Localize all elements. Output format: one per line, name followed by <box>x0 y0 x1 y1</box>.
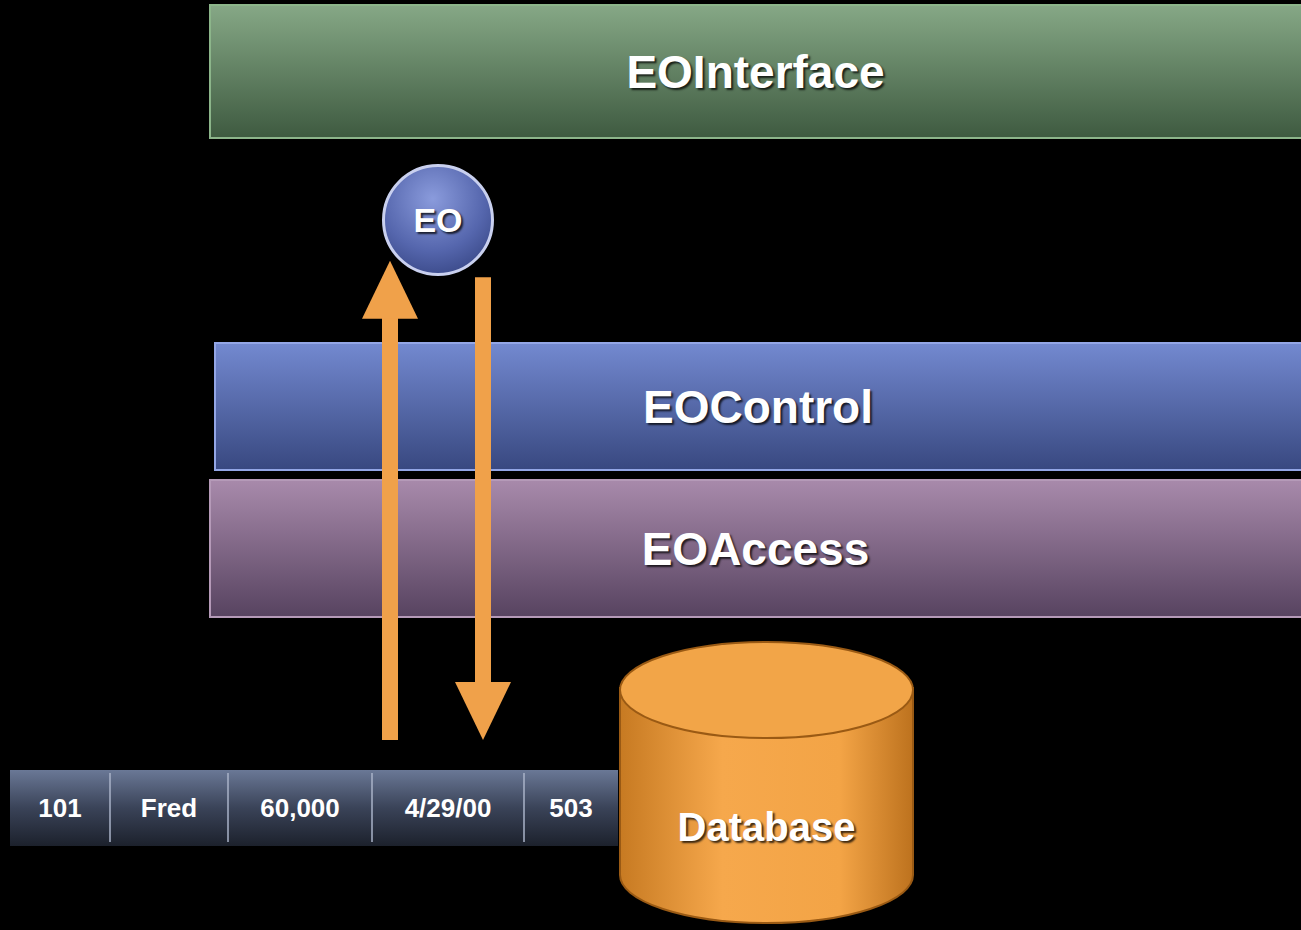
layer-band: EOInterface <box>210 5 1301 138</box>
flow-arrow <box>362 261 418 740</box>
node-label: EOInterface <box>626 45 884 99</box>
node-label: EOControl <box>643 380 873 434</box>
flow-arrow <box>455 277 511 740</box>
table-cell: 503 <box>524 770 618 846</box>
node-label: EO <box>413 201 462 240</box>
node-label: Database <box>678 805 856 850</box>
entity-object: EO <box>382 164 494 276</box>
database-cylinder: Database <box>618 640 915 925</box>
table-cell: Fred <box>110 770 228 846</box>
table-cell: 101 <box>10 770 110 846</box>
band-fill <box>210 480 1301 617</box>
layer-band: EOControl <box>215 343 1301 470</box>
band-fill <box>215 343 1301 470</box>
table-row <box>10 770 618 846</box>
table-cell: 60,000 <box>228 770 372 846</box>
layer-band: EOAccess <box>210 480 1301 617</box>
band-fill <box>210 5 1301 138</box>
cylinder-outline <box>618 640 915 925</box>
node-label: EOAccess <box>642 522 870 576</box>
table-cell: 4/29/00 <box>372 770 524 846</box>
